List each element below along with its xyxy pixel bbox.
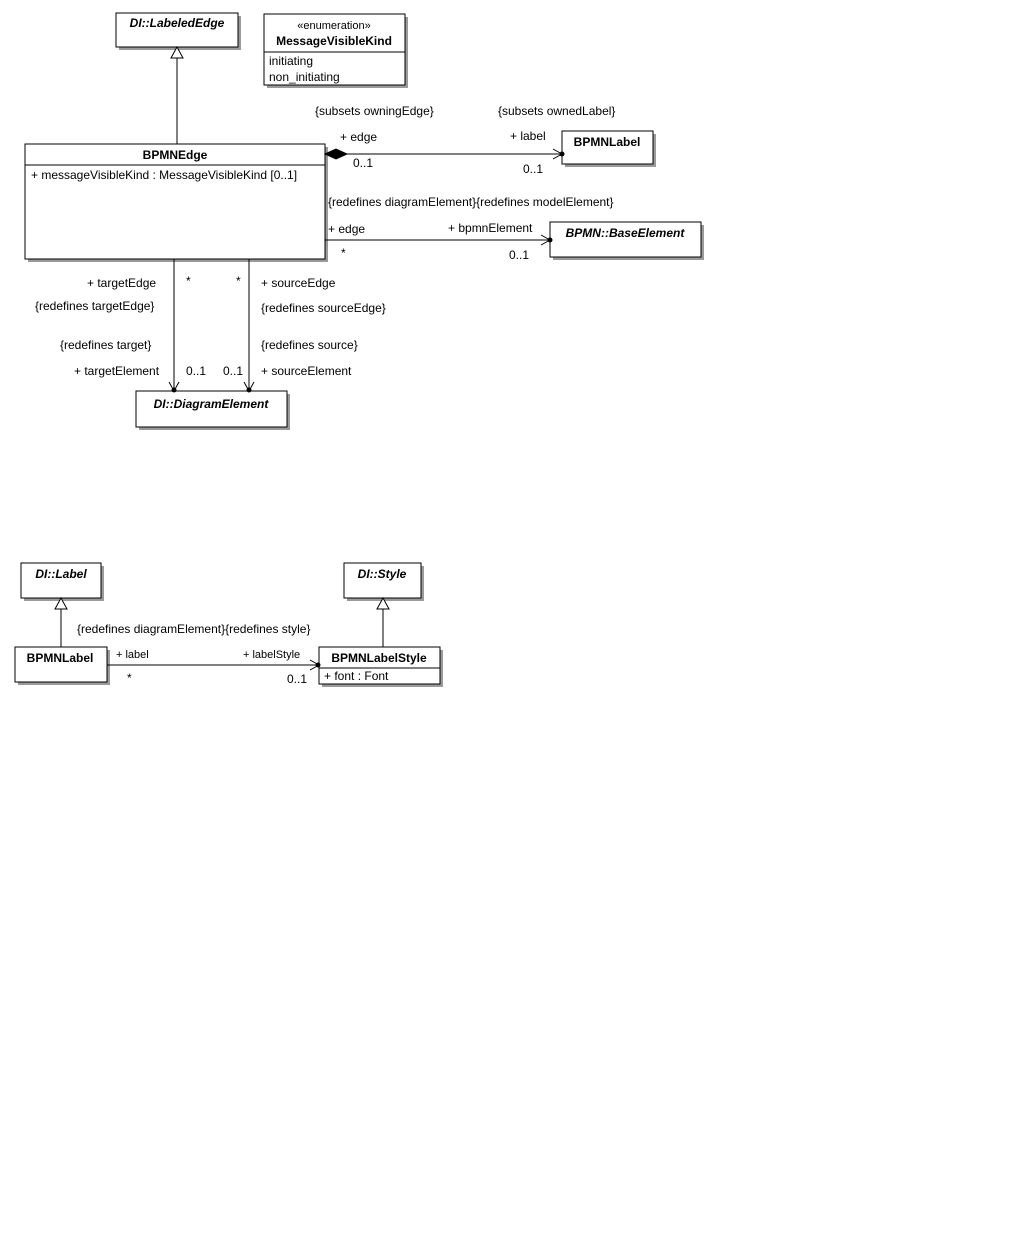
class-bpmn-label-style: BPMNLabelStyle + font : Font: [318, 646, 443, 687]
multiplicity-source-edge: *: [236, 274, 241, 288]
role-source-edge: + sourceEdge: [261, 276, 336, 290]
constraint-redefines-diagram-model-element: {redefines diagramElement}{redefines mod…: [328, 195, 614, 209]
enumeration-stereotype: «enumeration»: [297, 20, 370, 32]
multiplicity-bpmn-element: 0..1: [509, 248, 529, 262]
class-name: BPMNLabel: [27, 651, 94, 665]
role-source-element: + sourceElement: [261, 364, 352, 378]
constraint-redefines-target: {redefines target}: [60, 338, 151, 352]
class-bpmn-label-top: BPMNLabel: [561, 130, 656, 167]
class-attribute: + font : Font: [324, 669, 389, 683]
class-name: BPMNLabel: [574, 135, 641, 149]
role-label-style: + labelStyle: [243, 649, 300, 661]
class-name: BPMNEdge: [143, 148, 208, 162]
class-attribute: + messageVisibleKind : MessageVisibleKin…: [31, 168, 297, 182]
multiplicity-edge: *: [341, 246, 346, 260]
constraint-subsets-owning-edge: {subsets owningEdge}: [315, 104, 434, 118]
role-bpmn-element: + bpmnElement: [448, 221, 533, 235]
multiplicity-edge: 0..1: [353, 156, 373, 170]
enum-literal-non-initiating: non_initiating: [269, 70, 340, 84]
class-di-diagram-element: DI::DiagramElement: [135, 390, 290, 430]
multiplicity-target-edge: *: [186, 274, 191, 288]
association-source: * + sourceEdge {redefines sourceEdge} {r…: [223, 259, 386, 393]
constraint-redefines-source-edge: {redefines sourceEdge}: [261, 301, 386, 315]
generalization-label-di-label: [54, 596, 68, 647]
constraint-subsets-owned-label: {subsets ownedLabel}: [498, 104, 615, 118]
class-name: DI::Style: [358, 567, 407, 581]
role-label: + label: [116, 649, 149, 661]
association-label-style: {redefines diagramElement}{redefines sty…: [77, 622, 321, 686]
class-bpmn-edge: BPMNEdge + messageVisibleKind : MessageV…: [24, 143, 328, 262]
class-di-style: DI::Style: [343, 562, 424, 601]
constraint-redefines-source: {redefines source}: [261, 338, 358, 352]
class-name: DI::LabeledEdge: [130, 16, 225, 30]
role-label: + label: [510, 129, 546, 143]
generalization-label-style-di-style: [376, 596, 390, 647]
class-name: DI::DiagramElement: [154, 397, 270, 411]
association-edge-base-element: {redefines diagramElement}{redefines mod…: [325, 195, 614, 262]
multiplicity-label-style: 0..1: [287, 672, 307, 686]
class-di-label: DI::Label: [20, 562, 104, 601]
class-bpmn-base-element: BPMN::BaseElement: [549, 221, 704, 260]
class-name: BPMNLabelStyle: [331, 651, 427, 665]
composition-edge-label: {subsets owningEdge} {subsets ownedLabel…: [315, 104, 615, 176]
generalization-bpmn-edge-labeled-edge: [170, 45, 184, 144]
multiplicity-label: 0..1: [523, 162, 543, 176]
role-edge: + edge: [328, 222, 365, 236]
class-name: BPMN::BaseElement: [566, 226, 686, 240]
role-target-element: + targetElement: [74, 364, 160, 378]
constraint-redefines-target-edge: {redefines targetEdge}: [35, 299, 154, 313]
multiplicity-target-element: 0..1: [186, 364, 206, 378]
role-target-edge: + targetEdge: [87, 276, 156, 290]
enumeration-message-visible-kind: «enumeration» MessageVisibleKind initiat…: [263, 13, 408, 88]
multiplicity-label: *: [127, 671, 132, 685]
class-name: DI::Label: [35, 567, 87, 581]
enum-literal-initiating: initiating: [269, 54, 313, 68]
enumeration-name: MessageVisibleKind: [276, 34, 392, 48]
constraint-redefines-diagram-element-style: {redefines diagramElement}{redefines sty…: [77, 622, 310, 636]
multiplicity-source-element: 0..1: [223, 364, 243, 378]
association-target: + targetEdge * {redefines targetEdge} {r…: [35, 259, 206, 393]
class-di-labeled-edge: DI::LabeledEdge: [115, 12, 241, 50]
role-edge: + edge: [340, 130, 377, 144]
class-bpmn-label-bottom: BPMNLabel: [14, 646, 110, 685]
